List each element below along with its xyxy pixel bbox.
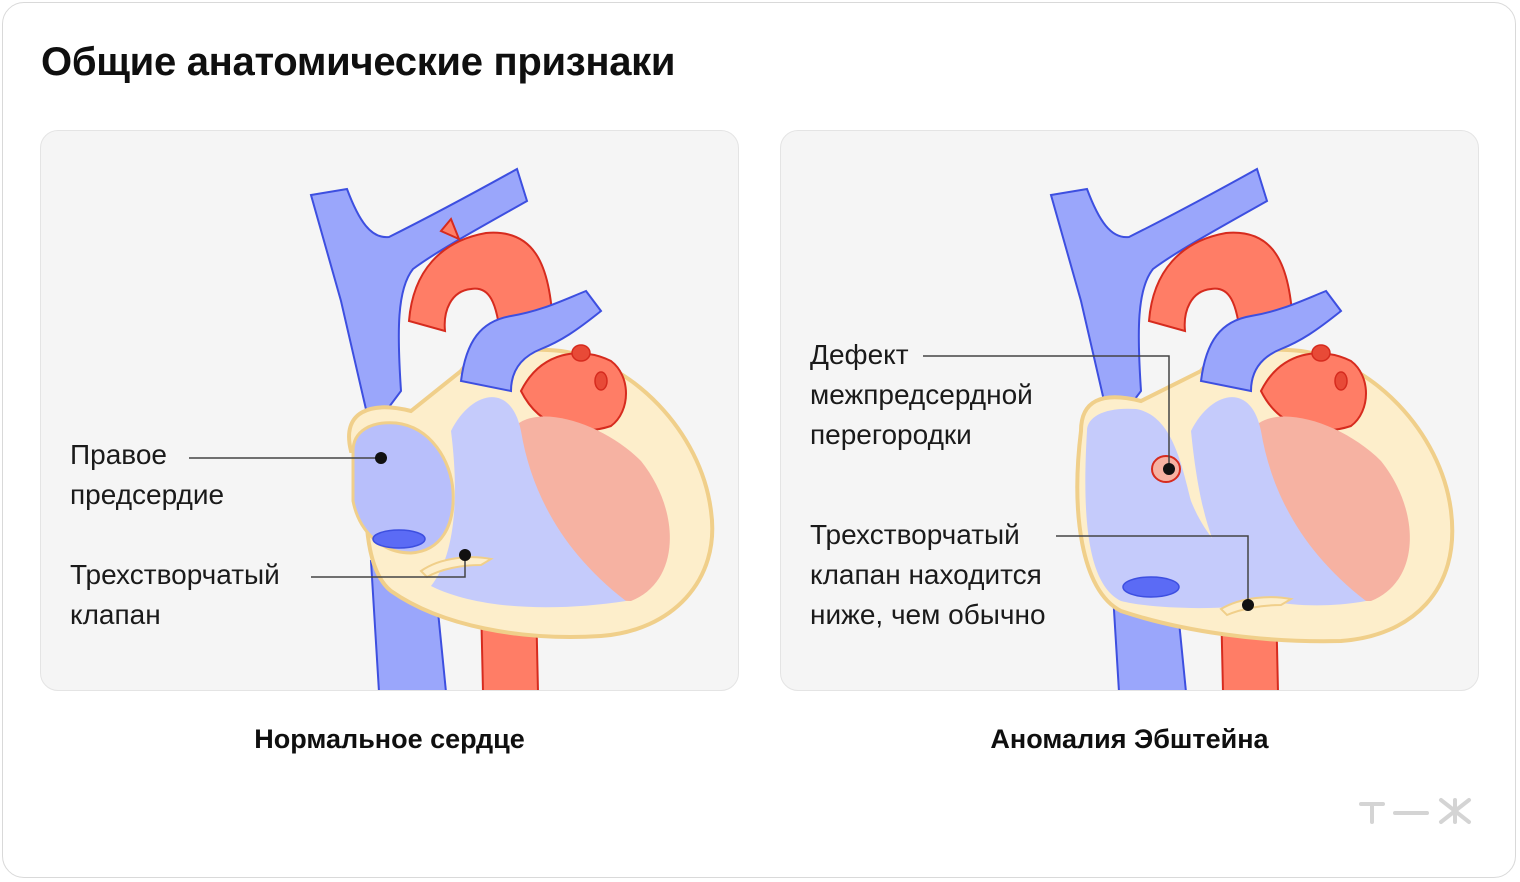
pulmonary-vein-opening [1311, 344, 1331, 362]
aortic-branch [439, 217, 461, 241]
leader-line [923, 355, 1170, 469]
label-displaced-tricuspid-valve: Трехстворчатый клапан находится ниже, че… [810, 519, 1046, 630]
normal-heart-panel: Правое предсердие Трехстворчатый клапан [40, 130, 739, 691]
right-atrium-marker [375, 452, 387, 464]
right-ventricle [431, 397, 626, 608]
caption-normal-heart: Нормальное сердце [254, 724, 525, 754]
septal-defect-marker [1163, 463, 1175, 475]
page-title: Общие анатомические признаки [41, 40, 676, 84]
tricuspid-valve-leaflet [419, 556, 494, 579]
normal-heart-illustration [189, 167, 715, 690]
t-zh-logo [1359, 798, 1471, 824]
ebstein-heart-panel: Дефект межпредсердной перегородки Трехст… [780, 130, 1479, 691]
coronary-sinus [1122, 576, 1180, 598]
pulmonary-vein-opening [594, 371, 608, 391]
pulmonary-artery [459, 289, 603, 393]
superior-vena-cava [309, 167, 529, 434]
label-tricuspid-valve: Трехстворчатый клапан [70, 559, 280, 630]
ebstein-heart-illustration [923, 167, 1455, 690]
enlarged-right-atrium [1085, 408, 1301, 609]
leader-line [311, 555, 466, 578]
caption-ebstein-anomaly: Аномалия Эбштейна [990, 724, 1269, 754]
superior-vena-cava [1049, 167, 1269, 434]
tricuspid-valve-marker [459, 549, 471, 561]
label-right-atrium: Правое предсердие [70, 439, 225, 510]
coronary-sinus [372, 529, 426, 549]
pulmonary-vein-opening [571, 344, 591, 362]
pulmonary-vein-opening [1334, 371, 1348, 391]
displaced-tricuspid-leaflet [1219, 596, 1294, 617]
right-ventricle [1191, 397, 1366, 606]
label-atrial-septal-defect: Дефект межпредсердной перегородки [810, 339, 1033, 450]
displaced-valve-marker [1242, 599, 1254, 611]
pulmonary-artery [1199, 289, 1343, 393]
leader-line [1056, 535, 1249, 605]
